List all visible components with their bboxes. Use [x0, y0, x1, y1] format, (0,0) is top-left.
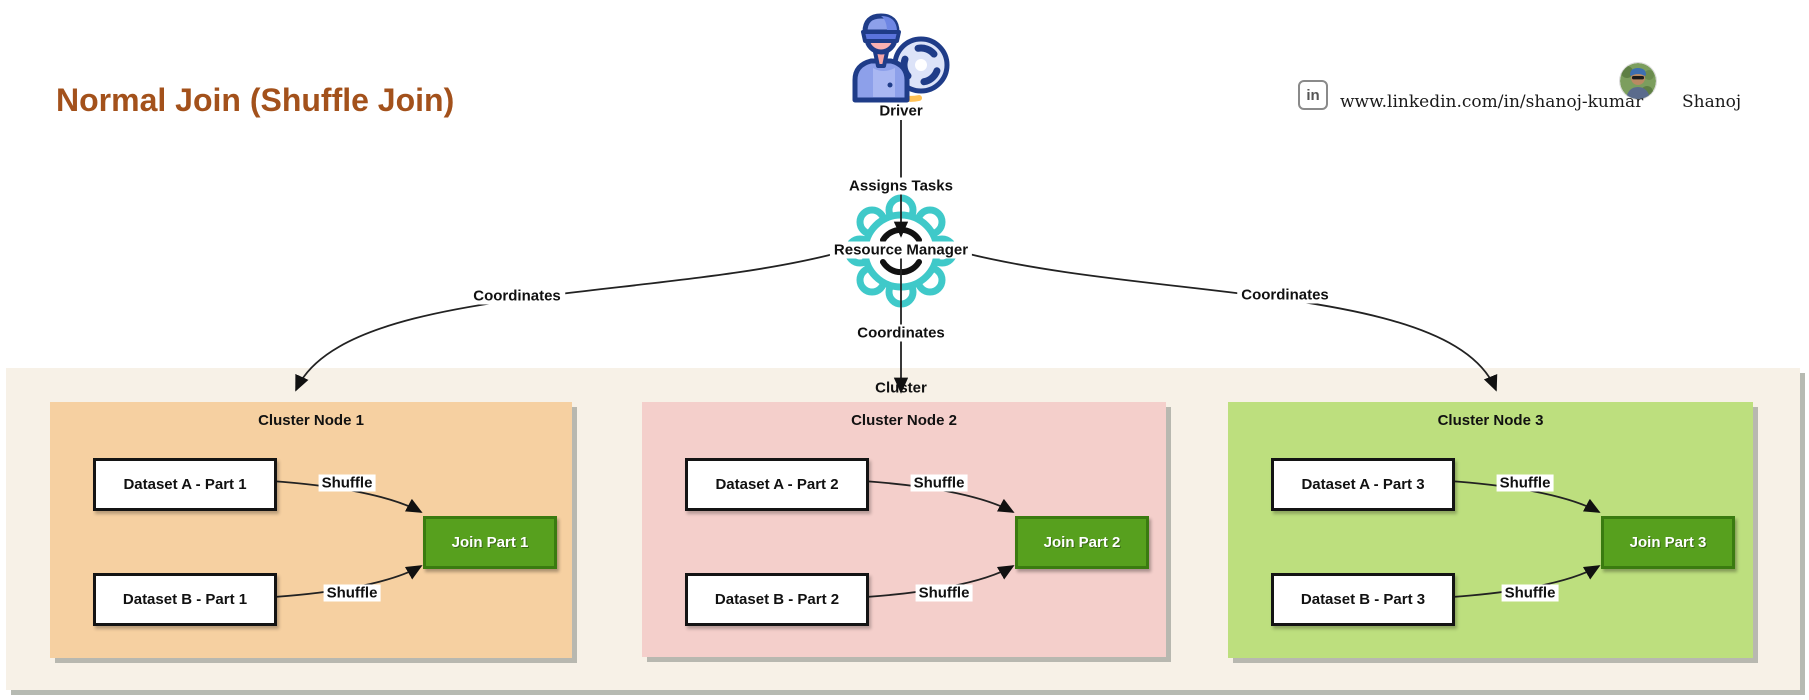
linkedin-url[interactable]: www.linkedin.com/in/shanoj-kumar	[1340, 92, 1644, 112]
coordinates-left-label: Coordinates	[469, 287, 565, 305]
author-name: Shanoj	[1682, 92, 1742, 112]
resource-manager-label: Resource Manager	[829, 241, 973, 259]
cluster-label: Cluster	[875, 379, 927, 397]
join-box: Join Part 3	[1601, 516, 1735, 569]
dataset-a-box: Dataset A - Part 2	[685, 458, 869, 511]
cluster-node-3: Cluster Node 3 Dataset A - Part 3 Datase…	[1228, 402, 1753, 658]
driver-icon	[852, 13, 950, 103]
page-title: Normal Join (Shuffle Join)	[56, 82, 455, 118]
shuffle-label: Shuffle	[318, 474, 376, 492]
cluster-node-2: Cluster Node 2 Dataset A - Part 2 Datase…	[642, 402, 1166, 657]
coordinates-center-label: Coordinates	[853, 324, 949, 342]
node-title: Cluster Node 1	[258, 412, 364, 429]
driver-label: Driver	[879, 102, 923, 120]
linkedin-icon: in	[1298, 80, 1328, 110]
dataset-a-box: Dataset A - Part 3	[1271, 458, 1455, 511]
avatar-image	[1620, 63, 1656, 99]
assigns-tasks-label: Assigns Tasks	[845, 177, 957, 195]
dataset-b-box: Dataset B - Part 1	[93, 573, 277, 626]
node-title: Cluster Node 2	[851, 412, 957, 429]
shuffle-label: Shuffle	[323, 584, 381, 602]
coordinates-right-label: Coordinates	[1237, 286, 1333, 304]
shuffle-label: Shuffle	[1496, 474, 1554, 492]
shuffle-label: Shuffle	[1501, 584, 1559, 602]
cluster-node-1: Cluster Node 1 Dataset A - Part 1 Datase…	[50, 402, 572, 658]
dataset-b-box: Dataset B - Part 2	[685, 573, 869, 626]
join-box: Join Part 2	[1015, 516, 1149, 569]
dataset-a-box: Dataset A - Part 1	[93, 458, 277, 511]
node-title: Cluster Node 3	[1437, 412, 1544, 429]
dataset-b-box: Dataset B - Part 3	[1271, 573, 1455, 626]
shuffle-label: Shuffle	[910, 474, 968, 492]
shuffle-label: Shuffle	[915, 584, 973, 602]
avatar	[1620, 63, 1656, 99]
join-box: Join Part 1	[423, 516, 557, 569]
